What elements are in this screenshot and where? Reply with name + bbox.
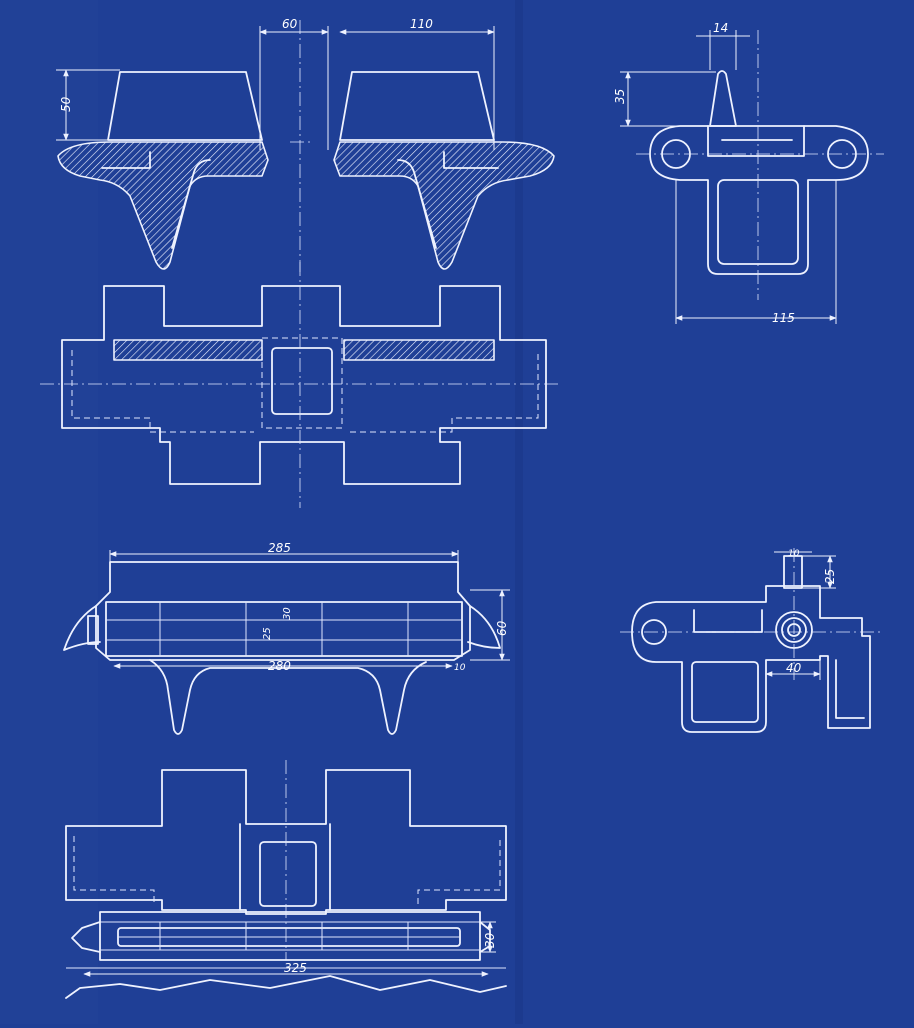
bottom-view: 325 30 <box>65 760 507 999</box>
side-view: 285 280 60 10 25 30 <box>63 541 510 735</box>
dim-pin-base: 40 <box>786 661 802 675</box>
dim-horn-width: 14 <box>713 21 728 35</box>
dim-side-height: 60 <box>495 620 509 636</box>
end-view: 14 35 115 <box>613 21 884 325</box>
dim-top-gap: 60 <box>282 17 298 31</box>
dim-side-length: 285 <box>268 541 291 555</box>
dim-top-width: 110 <box>410 17 433 31</box>
section-view-top: 60 110 50 <box>56 17 555 272</box>
dim-side-inner: 280 <box>268 659 291 673</box>
dim-side-mid-a: 25 <box>262 627 273 640</box>
plan-view <box>40 262 560 508</box>
dim-side-small: 10 <box>454 663 466 673</box>
dim-bottom-height: 30 <box>483 932 497 948</box>
dim-end-width: 115 <box>772 311 795 325</box>
dim-bottom-length: 325 <box>284 961 307 975</box>
dim-pin-height: 25 <box>823 569 837 584</box>
pin-end-view: 10 25 40 <box>620 548 880 733</box>
dim-horn-height: 35 <box>613 89 627 104</box>
dim-side-mid-b: 30 <box>282 607 293 620</box>
dim-top-height: 50 <box>59 96 73 112</box>
dim-pin-width: 10 <box>788 549 800 559</box>
